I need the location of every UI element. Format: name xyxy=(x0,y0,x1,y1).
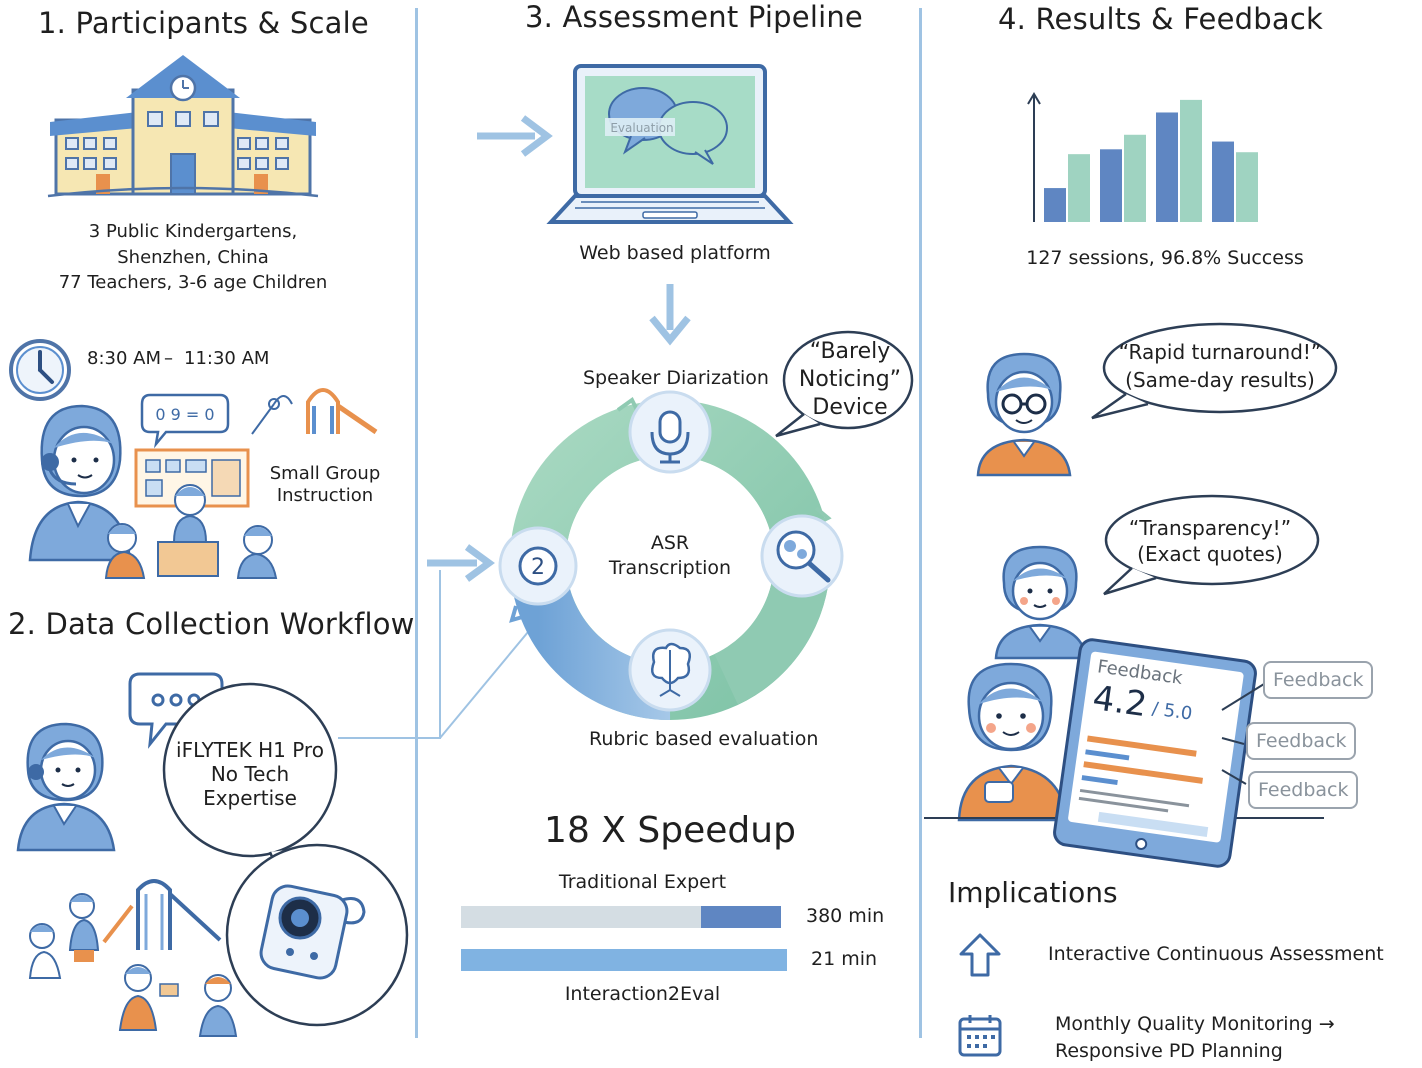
tool-time: 21 min xyxy=(811,948,878,970)
small-group-line-2: Instruction xyxy=(276,485,374,506)
calendar-icon xyxy=(958,1015,1002,1057)
column-divider-left xyxy=(415,8,418,1038)
pipeline-title: 3. Assessment Pipeline xyxy=(525,0,863,34)
implication-2-line-1: Monthly Quality Monitoring → xyxy=(1055,1013,1335,1035)
tablet-home-button xyxy=(1134,837,1148,851)
time-end: 11:30 AM xyxy=(184,348,270,369)
quote1-line-1: “Rapid turnaround!” xyxy=(1118,340,1322,364)
recorder-icon xyxy=(225,843,409,1027)
tablet-score: 4.2 xyxy=(1090,678,1150,726)
microphone-icon xyxy=(628,390,712,474)
tool-label: Interaction2Eval xyxy=(564,983,721,1005)
svg-text:0 9 = 0: 0 9 = 0 xyxy=(155,405,214,424)
small-group-line-1: Small Group xyxy=(269,463,381,484)
quote2-line-2: (Exact quotes) xyxy=(1137,542,1283,566)
teacher-icon xyxy=(28,404,132,562)
feedback-connectors xyxy=(1221,683,1265,785)
tablet-line-4 xyxy=(1081,775,1118,786)
quote1-bubble xyxy=(1091,322,1338,420)
chart-bar-1-1 xyxy=(1044,188,1066,222)
quote2-line-1: “Transparency!” xyxy=(1128,516,1292,540)
results-stats: 127 sessions, 96.8% Success xyxy=(1026,247,1304,269)
results-bar-chart xyxy=(1027,92,1258,222)
arrow-to-laptop-icon xyxy=(477,115,553,157)
device-line-3: Expertise xyxy=(203,786,297,810)
chart-bar-2-2 xyxy=(1124,134,1146,222)
tablet-screen: Feedback 4.2 / 5.0 xyxy=(1067,651,1245,843)
speedup-title: 18 X Speedup xyxy=(544,810,796,851)
chart-bar-1-2 xyxy=(1100,149,1122,222)
tablet-line-2 xyxy=(1085,749,1130,761)
traditional-label: Traditional Expert xyxy=(558,871,727,893)
traditional-bar-fill xyxy=(701,906,781,928)
person-tablet-icon xyxy=(957,662,1069,822)
svg-text:2: 2 xyxy=(531,555,545,580)
traditional-bar xyxy=(461,906,781,928)
svg-text:Evaluation: Evaluation xyxy=(610,121,673,135)
headset-icon xyxy=(41,453,77,486)
speech-bubble-digits: 0 9 = 0 xyxy=(140,393,230,449)
connector-line xyxy=(338,570,529,739)
step-two-icon: 2 xyxy=(498,526,578,606)
chart-bar-1-4 xyxy=(1212,141,1234,222)
implication-2-line-2: Responsive PD Planning xyxy=(1055,1040,1283,1062)
device-quote-line-3: Device xyxy=(812,395,888,420)
person-glasses-icon xyxy=(976,352,1072,477)
arrow-down-icon xyxy=(649,284,691,346)
school-icon xyxy=(47,55,319,198)
participants-line-2: Shenzhen, China xyxy=(117,247,269,268)
teacher-speaking-icon xyxy=(16,722,116,852)
playground-children-icon xyxy=(28,879,238,1037)
rubric-label: Rubric based evaluation xyxy=(589,728,819,750)
time-dash: – xyxy=(164,348,173,369)
asr-line-1: ASR xyxy=(650,532,690,554)
results-title: 4. Results & Feedback xyxy=(998,2,1323,36)
playground-icon xyxy=(251,388,378,435)
time-start: 8:30 AM xyxy=(87,348,161,369)
device-quote-bubble xyxy=(775,330,914,438)
data-collection-title: 2. Data Collection Workflow xyxy=(8,607,415,641)
feedback-box-3: Feedback xyxy=(1248,771,1359,809)
feedback-box-2: Feedback xyxy=(1246,722,1357,760)
tool-bar xyxy=(461,949,787,971)
participants-line-1: 3 Public Kindergartens, xyxy=(88,221,298,242)
quote2-bubble xyxy=(1103,494,1320,596)
speaker-label: Speaker Diarization xyxy=(583,367,769,389)
column-divider-right xyxy=(919,8,922,1038)
traditional-time: 380 min xyxy=(806,905,885,927)
chart-bar-2-1 xyxy=(1068,154,1090,222)
feedback-box-1: Feedback xyxy=(1263,661,1374,699)
up-arrow-icon xyxy=(959,933,1001,977)
person-smiling-icon xyxy=(994,545,1088,660)
asr-line-2: Transcription xyxy=(608,557,732,579)
implication-1: Interactive Continuous Assessment xyxy=(1048,943,1384,965)
device-quote-line-1: “Barely xyxy=(809,339,891,364)
participants-title: 1. Participants & Scale xyxy=(38,6,369,40)
chart-bar-1-3 xyxy=(1156,112,1178,222)
children-icon xyxy=(104,448,278,579)
pipeline-cycle: 2 xyxy=(498,390,844,721)
participants-line-3: 77 Teachers, 3-6 age Children xyxy=(58,272,328,293)
tablet-score-max: / 5.0 xyxy=(1150,698,1194,725)
implications-title: Implications xyxy=(948,876,1118,909)
magnifier-icon xyxy=(760,514,844,598)
tablet-line-7 xyxy=(1097,811,1209,838)
device-line-2: No Tech xyxy=(210,762,290,786)
chart-bar-2-3 xyxy=(1180,99,1202,222)
brain-icon xyxy=(628,628,712,712)
arrow-icon xyxy=(427,544,495,582)
laptop-icon: Evaluation xyxy=(546,64,794,224)
chart-bar-2-4 xyxy=(1236,152,1258,222)
chart-y-axis-arrow xyxy=(1027,92,1041,105)
quote1-line-2: (Same-day results) xyxy=(1125,368,1315,392)
device-quote-line-2: Noticing” xyxy=(798,367,902,392)
clock-icon xyxy=(9,339,71,401)
platform-label: Web based platform xyxy=(579,242,771,264)
device-line-1: iFLYTEK H1 Pro xyxy=(176,738,324,762)
